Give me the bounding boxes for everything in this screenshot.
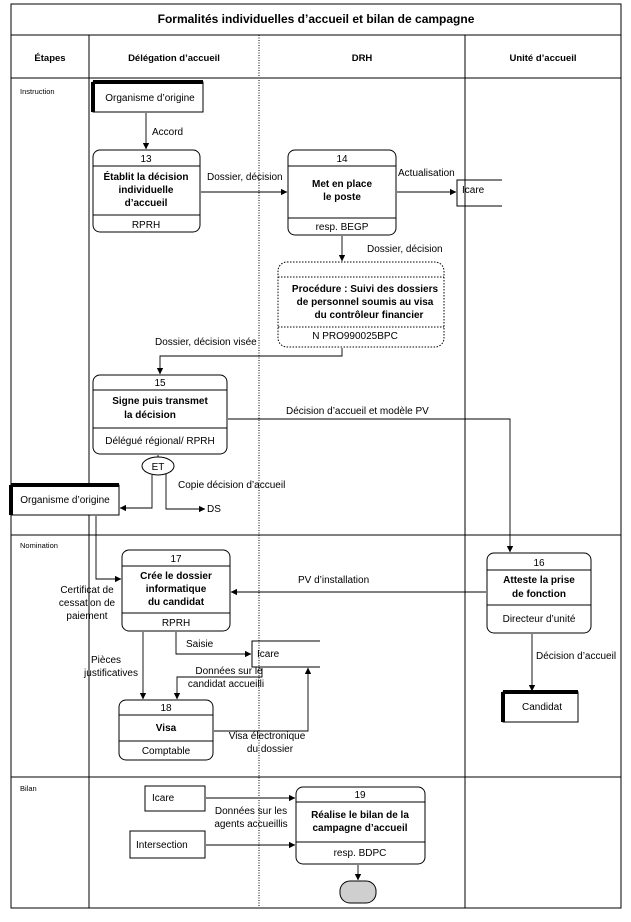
step-13: 13 Établit la décision individuelle d’ac… [92,149,201,233]
document-intersection: Intersection [129,830,206,859]
step-16: 16 Atteste la prise de fonction Directeu… [486,552,592,634]
step-19-title-line2: campagne d’accueil [312,823,407,834]
flow-label-visa-electronique-line2: du dossier [247,744,294,755]
arrow-origine-to-17 [95,516,122,583]
step-14-title-line2: le poste [323,192,361,203]
step-18: 18 Visa Comptable [118,699,214,761]
flow-label-donnees-candidat-line1: Données sur le [195,666,263,677]
column-header-delegation: Délégation d’accueil [128,53,220,64]
document-organisme-origine-left-label: Organisme d’origine [20,495,110,506]
flow-label-accord: Accord [152,127,183,138]
arrow-et-to-origine [119,475,153,512]
flow-label-saisie: Saisie [186,639,214,650]
procedure-title-line2: de personnel soumis au visa [297,297,434,308]
document-organisme-origine-top: Organisme d’origine [91,80,204,113]
et-connector-label: ET [152,462,165,473]
flow-arrows [95,113,536,881]
flow-label-certificat-line2: cessation de [59,598,116,609]
step-13-actor: RPRH [132,220,160,231]
flow-label-donnees-agents-line1: Données sur les [215,806,287,817]
phase-label-instruction: Instruction [20,87,55,96]
step-18-number: 18 [160,703,172,714]
column-header-etapes: Étapes [34,53,65,64]
step-16-title-line2: de fonction [512,589,566,600]
flow-label-decision-accueil: Décision d’accueil [536,651,616,662]
step-15-title-line2: la décision [124,410,176,421]
step-17-title-line3: du candidat [148,597,205,608]
arrow-18-to-icare [214,667,312,732]
step-13-number: 13 [140,154,152,165]
arrow-et-to-ds [165,474,206,513]
step-16-actor: Directeur d’unité [503,614,576,625]
flow-label-actualisation: Actualisation [398,168,455,179]
document-intersection-label: Intersection [136,840,188,851]
procedure-reference: N PRO990025BPC [312,331,398,342]
arrow-15-to-16 [228,418,514,553]
procedure-title-line3: du contrôleur financier [315,310,424,321]
document-icare-1-label: Icare [462,185,485,196]
step-15-actor: Délégué régional/ RPRH [105,436,215,447]
step-19-number: 19 [354,790,366,801]
flow-label-copie-decision: Copie décision d’accueil [178,480,285,491]
arrow-procedure-to-15 [156,348,343,375]
document-candidat-label: Candidat [522,702,562,713]
step-17: 17 Crée le dossier informatique du candi… [121,549,231,632]
flow-label-donnees-agents-line2: agents accueillis [214,819,287,830]
step-16-number: 16 [533,558,545,569]
column-header-drh: DRH [352,53,373,64]
flow-label-dossier-decision-visee: Dossier, décision visée [155,337,257,348]
phase-label-nomination: Nomination [20,541,58,550]
step-15-title-line1: Signe puis transmet [112,396,208,407]
step-17-number: 17 [170,554,182,565]
flow-label-ds: DS [207,504,221,515]
document-icare-1: Icare [456,179,502,207]
column-header-unite: Unité d’accueil [509,53,576,64]
end-terminator [339,880,377,904]
diagram-title: Formalités individuelles d’accueil et bi… [158,12,475,26]
step-17-title-line1: Crée le dossier [140,571,212,582]
flow-label-dossier-decision-2: Dossier, décision [367,244,443,255]
flow-label-pieces-line2: justificatives [83,668,138,679]
flow-label-dossier-decision-1: Dossier, décision [207,172,283,183]
step-14-actor: resp. BEGP [316,222,369,233]
step-19-actor: resp. BDPC [334,848,387,859]
document-candidat: Candidat [501,690,579,723]
document-organisme-origine-left: Organisme d’origine [9,483,120,516]
step-17-actor: RPRH [162,618,190,629]
step-19: 19 Réalise le bilan de la campagne d’acc… [295,786,426,865]
step-18-title-line1: Visa [156,723,177,734]
step-13-title-line2: individuelle [118,185,173,196]
flow-label-pieces-line1: Pièces [91,655,121,666]
document-icare-3: Icare [144,785,206,812]
step-14: 14 Met en place le poste resp. BEGP [287,149,397,236]
procedure-box: Procédure : Suivi des dossiers de person… [277,261,445,348]
arrow-17-to-icare [175,632,252,658]
flow-label-donnees-candidat-line2: candidat accueilli [188,679,264,690]
step-18-actor: Comptable [142,746,191,757]
arrow-icare-to-18 [173,668,263,700]
flow-label-certificat-line1: Certificat de [60,585,114,596]
flow-label-certificat-line3: paiement [66,611,107,622]
phase-label-bilan: Bilan [20,784,37,793]
procedure-title-line1: Procédure : Suivi des dossiers [292,284,439,295]
step-13-title-line3: d’accueil [125,198,168,209]
step-15-number: 15 [154,378,166,389]
step-13-title-line1: Établit la décision [103,170,188,183]
step-16-title-line1: Atteste la prise [503,575,575,586]
step-14-number: 14 [336,154,348,165]
step-15: 15 Signe puis transmet la décision Délég… [92,374,228,455]
flow-label-visa-electronique-line1: Visa électronique [229,731,306,742]
step-19-title-line1: Réalise le bilan de la [311,810,409,821]
step-17-title-line2: informatique [146,584,207,595]
document-icare-2-label: Icare [257,649,280,660]
step-14-title-line1: Met en place [312,179,372,190]
document-icare-2: Icare [251,640,320,668]
document-icare-3-label: Icare [152,793,175,804]
diagram-frame [10,3,622,909]
et-connector: ET [141,456,175,476]
document-organisme-origine-top-label: Organisme d’origine [105,93,195,104]
flow-label-pv-installation: PV d’installation [298,575,369,586]
flow-label-decision-modele-pv: Décision d’accueil et modèle PV [286,406,429,417]
